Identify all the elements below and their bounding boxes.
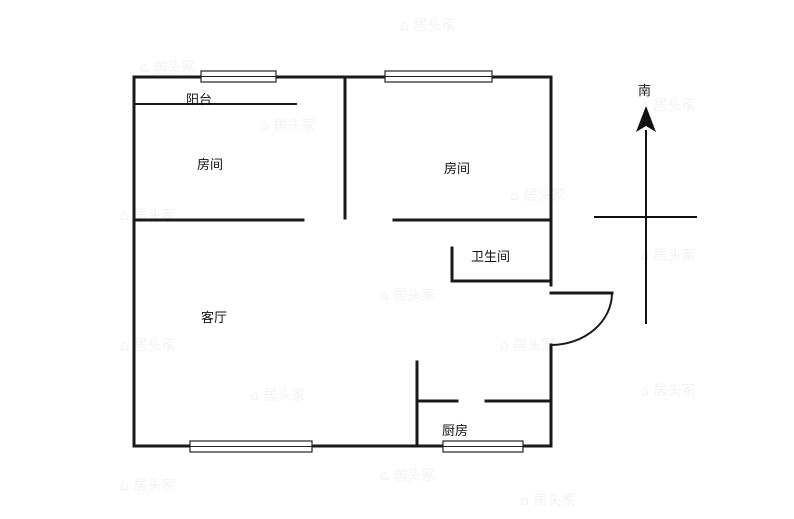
room-labels: 阳台 房间 房间 卫生间 客厅 厨房 bbox=[186, 93, 510, 439]
entry-door bbox=[549, 291, 614, 346]
interior-walls bbox=[132, 75, 553, 448]
compass-arrow-icon bbox=[636, 106, 656, 132]
watermark: ⌂ 居头家 bbox=[640, 382, 695, 399]
watermark: ⌂ 居头家 bbox=[520, 492, 575, 509]
compass: 南 bbox=[594, 83, 697, 324]
watermark: ⌂ 居头家 bbox=[500, 337, 555, 354]
label-kitchen: 厨房 bbox=[442, 423, 468, 439]
window-balcony bbox=[200, 70, 277, 83]
label-bathroom: 卫生间 bbox=[471, 250, 510, 265]
watermark: ⌂ 居头家 bbox=[640, 247, 695, 264]
window-bedroom-right bbox=[384, 70, 493, 83]
watermark: ⌂ 居头家 bbox=[120, 337, 175, 354]
watermark: ⌂ 居头家 bbox=[400, 17, 455, 34]
watermark: ⌂ 居头家 bbox=[120, 477, 175, 494]
label-bedroom-left: 房间 bbox=[197, 157, 223, 173]
watermark: ⌂ 居头家 bbox=[510, 187, 565, 204]
watermark-layer: ⌂ 居头家 ⌂ 居头家 ⌂ 居头家 ⌂ 居头家 ⌂ 居头家 ⌂ 居头家 ⌂ 居头… bbox=[120, 17, 695, 509]
label-balcony: 阳台 bbox=[186, 93, 212, 108]
watermark: ⌂ 居头家 bbox=[250, 387, 305, 404]
door-swing-arc bbox=[550, 292, 613, 346]
watermark: ⌂ 居头家 bbox=[380, 467, 435, 484]
windows bbox=[189, 70, 524, 453]
watermark: ⌂ 居头家 bbox=[380, 287, 435, 304]
watermark: ⌂ 居头家 bbox=[260, 117, 315, 134]
compass-label: 南 bbox=[638, 83, 651, 99]
watermark: ⌂ 居头家 bbox=[140, 59, 195, 76]
window-living-room bbox=[189, 440, 313, 453]
window-kitchen bbox=[442, 440, 524, 453]
label-bedroom-right: 房间 bbox=[444, 161, 470, 177]
watermark: ⌂ 居头家 bbox=[640, 97, 695, 114]
label-living-room: 客厅 bbox=[201, 310, 227, 326]
